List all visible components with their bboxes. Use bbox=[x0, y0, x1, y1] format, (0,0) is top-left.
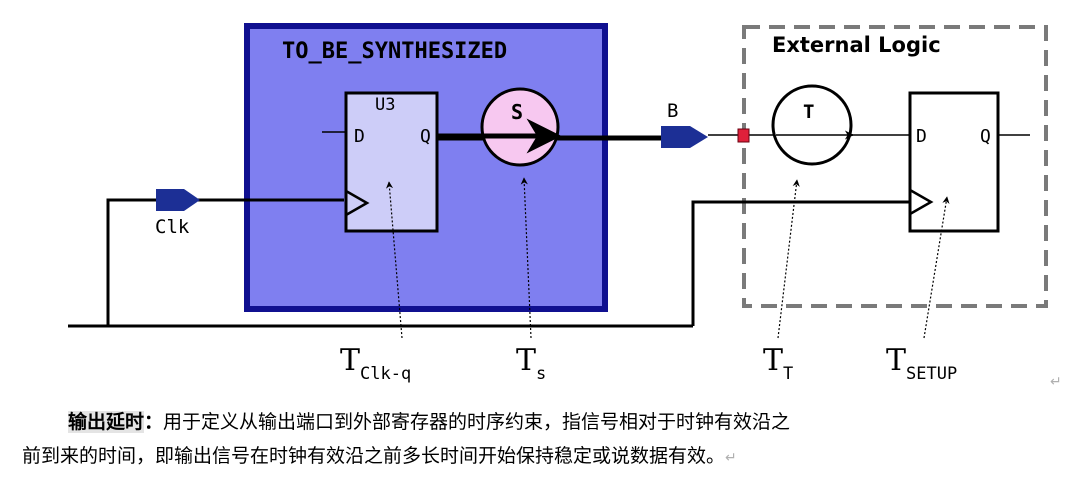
logic-t-bubble bbox=[771, 84, 853, 166]
pointer-t-s bbox=[520, 177, 532, 339]
clk-wire-ext bbox=[691, 200, 909, 326]
caption-paragraph: 输出延时：用于定义从输出端口到外部寄存器的时序约束，指信号相对于时钟有效沿之 前… bbox=[22, 405, 1052, 475]
ff-u3-d-pin: D bbox=[354, 126, 365, 147]
ff-external-q-pin: Q bbox=[980, 126, 991, 147]
b-port-label: B bbox=[667, 100, 678, 122]
ff-u3-q-pin: Q bbox=[420, 126, 431, 147]
ff-u3-clk-triangle bbox=[345, 189, 370, 217]
caption-colon: ： bbox=[144, 411, 164, 433]
timing-diagram: TO_BE_SYNTHESIZED External Logic U3 D Q … bbox=[68, 23, 1062, 390]
label-t-setup: TSETUP bbox=[886, 343, 957, 384]
logic-t-label: T bbox=[803, 101, 814, 123]
ff-external-d-pin: D bbox=[916, 126, 927, 147]
clk-port-label: Clk bbox=[155, 216, 190, 238]
label-t-s: Ts bbox=[516, 343, 546, 384]
synth-block-title: TO_BE_SYNTHESIZED bbox=[282, 39, 507, 64]
logic-s-label: S bbox=[511, 100, 523, 124]
pointer-t-t bbox=[777, 179, 800, 339]
clk-port bbox=[156, 189, 200, 211]
caption-return-mark: ↵ bbox=[725, 450, 737, 466]
caption-term: 输出延时 bbox=[68, 411, 145, 433]
caption-line2: 前到来的时间，即输出信号在时钟有效沿之前多长时间开始保持稳定或说数据有效。 bbox=[22, 445, 726, 467]
ff-external bbox=[908, 91, 1000, 233]
external-logic-title: External Logic bbox=[772, 33, 941, 57]
caption-line1: 用于定义从输出端口到外部寄存器的时序约束，指信号相对于时钟有效沿之 bbox=[163, 411, 791, 433]
boundary-marker bbox=[737, 128, 750, 143]
ff-u3 bbox=[344, 91, 439, 233]
label-t-t: TT bbox=[763, 343, 793, 384]
ff-u3-name: U3 bbox=[375, 95, 395, 115]
clk-wire-u3 bbox=[106, 198, 344, 326]
paragraph-return-mark: ↵ bbox=[1050, 374, 1062, 390]
b-port bbox=[661, 126, 708, 148]
external-logic-block bbox=[742, 25, 1048, 308]
label-t-clkq: TClk-q bbox=[340, 343, 411, 384]
ff-external-clk-triangle bbox=[909, 188, 934, 216]
